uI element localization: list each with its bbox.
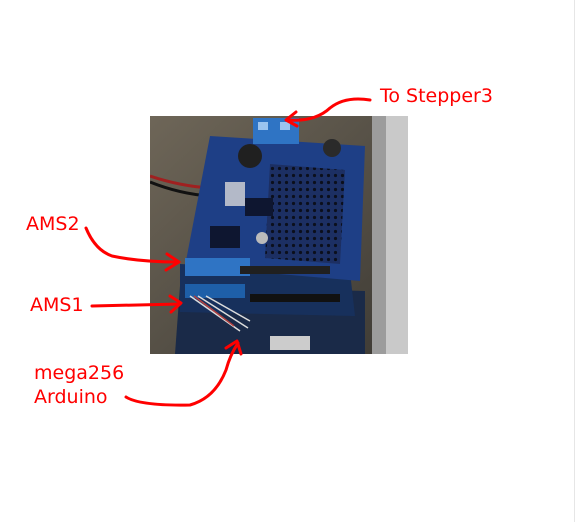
label-ams1: AMS1 [30,294,84,316]
arrow-icon [90,302,182,308]
arrow-icon [124,341,240,407]
arrow-icon [168,294,183,314]
arrow-icon [286,97,372,122]
arrow-icon [84,226,180,264]
label-ams2: AMS2 [26,213,80,235]
arrow-icon [164,252,181,272]
label-mega256: mega256 [34,362,125,384]
label-to-stepper3: To Stepper3 [380,85,493,107]
label-arduino: Arduino [34,386,108,408]
arduino-stack-photo [150,116,408,354]
arrow-icon [224,339,243,356]
arrow-icon [284,110,299,128]
